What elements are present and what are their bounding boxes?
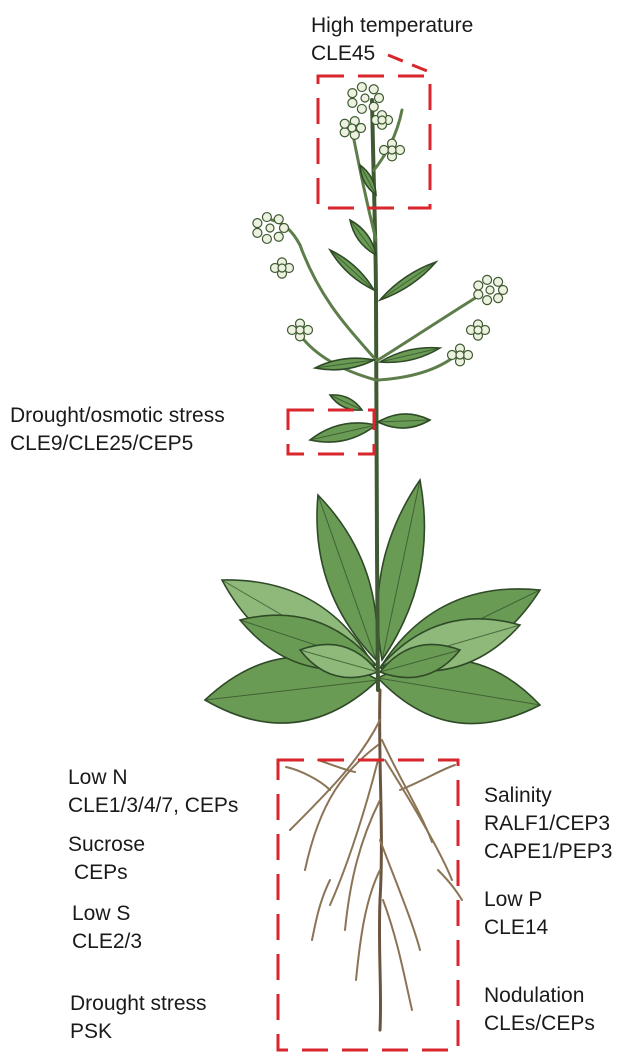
flower-cluster-right: [474, 275, 508, 304]
nodulation-peptides: CLEs/CEPs: [484, 1010, 595, 1038]
root-4: [305, 745, 378, 870]
root-2: [290, 720, 380, 830]
flower-cluster-right-flower-6: [483, 275, 492, 284]
root-12: [383, 900, 412, 1010]
root-1: [379, 690, 381, 1030]
flower-cluster-top-flower-1: [375, 94, 384, 103]
root-8: [400, 765, 455, 790]
flower-cluster-left-3-flower-3: [288, 326, 297, 335]
cauline-leaf-5-midrib: [330, 250, 374, 290]
flower-cluster-right-2-flower-center: [474, 326, 482, 334]
drought-stress-peptides: PSK: [70, 1018, 207, 1046]
flower-cluster-right-flower-7: [494, 277, 503, 286]
flower-cluster-right-flower-3: [483, 296, 492, 305]
root-10: [356, 870, 380, 980]
flower-cluster-left-3: [288, 319, 313, 341]
flower-cluster-top-3-flower-center: [388, 146, 396, 154]
flower-cluster-left-2: [271, 258, 294, 278]
flower-cluster-top: [348, 83, 384, 114]
flower-cluster-top-flower-2: [369, 102, 378, 111]
flower-cluster-left-flower-1: [280, 224, 289, 233]
low-s-peptides: CLE2/3: [72, 928, 142, 956]
flower-cluster-left-2-flower-center: [278, 264, 286, 272]
flower-cluster-left-3-flower-center: [296, 326, 304, 334]
drought-osmotic-title: Drought/osmotic stress: [10, 402, 225, 430]
label-nodulation: Nodulation CLEs/CEPs: [484, 982, 595, 1038]
flower-cluster-right-3-flower-center: [456, 351, 464, 359]
flower-cluster-top-flower-6: [357, 83, 366, 92]
drought-osmotic-peptides: CLE9/CLE25/CEP5: [10, 430, 225, 458]
salinity-peptides-2: CAPE1/PEP3: [484, 838, 612, 866]
label-sucrose: Sucrose CEPs: [68, 831, 145, 887]
flower-cluster-top-4-flower-center: [378, 116, 386, 124]
label-drought-stress: Drought stress PSK: [70, 990, 207, 1046]
high-temperature-peptides: CLE45: [311, 40, 473, 68]
flower-cluster-left-flower-7: [274, 215, 283, 224]
flower-cluster-right-flower-2: [494, 294, 503, 303]
flower-cluster-right-flower-1: [499, 286, 508, 295]
low-n-title: Low N: [68, 764, 238, 792]
flower-cluster-left-flower-6: [262, 213, 271, 222]
label-salinity: Salinity RALF1/CEP3 CAPE1/PEP3: [484, 782, 612, 866]
low-n-peptides: CLE1/3/4/7, CEPs: [68, 792, 238, 820]
flower-cluster-right-3-flower-1: [464, 351, 473, 360]
flower-cluster-top-2: [340, 117, 365, 140]
flower-cluster-left-flower-3: [262, 234, 271, 243]
root-13: [312, 880, 330, 940]
flower-cluster-left-flower-center: [266, 224, 274, 232]
flower-cluster-top-3-flower-1: [396, 146, 405, 155]
label-drought-osmotic: Drought/osmotic stress CLE9/CLE25/CEP5: [10, 402, 225, 458]
label-low-s: Low S CLE2/3: [72, 900, 142, 956]
label-high-temperature: High temperature CLE45: [311, 12, 473, 68]
sucrose-peptides: CEPs: [68, 859, 145, 887]
low-p-title: Low P: [484, 886, 548, 914]
flower-cluster-top-4: [372, 111, 393, 130]
root-9: [380, 840, 420, 950]
low-p-peptides: CLE14: [484, 914, 548, 942]
high-temperature-title: High temperature: [311, 12, 473, 40]
flower-cluster-top-flower-4: [348, 98, 357, 107]
flower-cluster-left-flower-2: [274, 232, 283, 241]
root-11: [345, 800, 380, 930]
nodulation-title: Nodulation: [484, 982, 595, 1010]
flower-cluster-top-3-flower-3: [380, 146, 389, 155]
flower-cluster-left-flower-5: [253, 219, 262, 228]
flower-clusters: [253, 83, 508, 366]
flower-cluster-left-3-flower-1: [304, 326, 313, 335]
flower-cluster-top-2-flower-center: [348, 124, 356, 132]
flower-cluster-top-flower-5: [348, 89, 357, 98]
cauline-leaf-6-midrib: [380, 262, 436, 300]
drought-stress-title: Drought stress: [70, 990, 207, 1018]
flower-cluster-right-3-flower-3: [448, 351, 457, 360]
rosette-leaves: [205, 480, 540, 724]
flower-cluster-right-2: [467, 320, 490, 340]
low-s-title: Low S: [72, 900, 142, 928]
salinity-peptides: RALF1/CEP3: [484, 810, 612, 838]
flower-cluster-top-flower-center: [361, 94, 369, 102]
root-3: [286, 767, 330, 790]
flower-cluster-top-flower-3: [357, 104, 366, 113]
root-system: [286, 690, 462, 1030]
flower-cluster-right-flower-center: [486, 286, 494, 294]
flower-cluster-right-flower-4: [474, 290, 483, 299]
root-7: [385, 760, 452, 880]
label-low-n: Low N CLE1/3/4/7, CEPs: [68, 764, 238, 820]
label-low-p: Low P CLE14: [484, 886, 548, 942]
sucrose-title: Sucrose: [68, 831, 145, 859]
flower-cluster-top-flower-7: [369, 85, 378, 94]
stem-4: [300, 335, 376, 380]
flower-cluster-left-flower-4: [253, 228, 262, 237]
flower-cluster-left: [253, 213, 289, 244]
flower-cluster-right-flower-5: [474, 281, 483, 290]
salinity-title: Salinity: [484, 782, 612, 810]
flower-cluster-right-3: [448, 344, 473, 366]
